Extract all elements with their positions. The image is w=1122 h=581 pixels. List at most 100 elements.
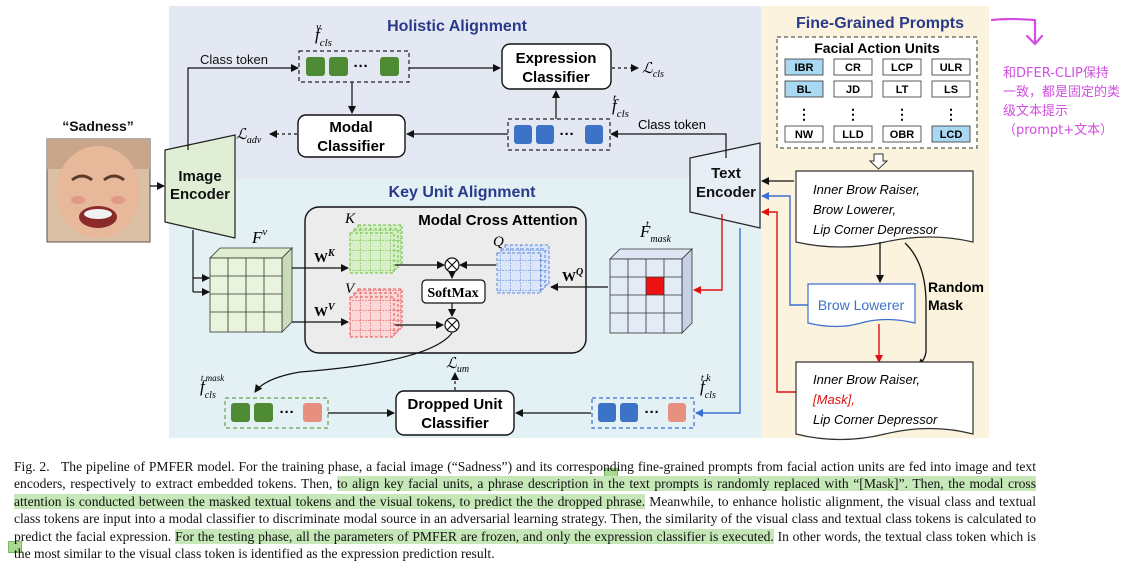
au-code-jd: JD	[846, 84, 860, 96]
masked-text-token-group	[591, 397, 695, 429]
text-token	[620, 403, 638, 422]
au-code-nw: NW	[795, 129, 814, 141]
au-code-bl: BL	[797, 84, 812, 96]
visual-feature-map	[209, 247, 293, 333]
crying-baby-photo	[46, 138, 151, 243]
au-code-ls: LS	[944, 84, 958, 96]
masked-prompt-line: Lip Corner Depressor	[813, 412, 938, 427]
f-hat-label: fclst mask	[200, 373, 225, 401]
dropped-phrase: Brow Lowerer	[818, 297, 905, 313]
ellipsis: ···	[354, 58, 369, 75]
caption-text: The pipeline of PMFER model. For the tra…	[14, 459, 1036, 492]
comment-marker[interactable]	[8, 541, 22, 553]
dropped-phrase-document	[807, 283, 916, 328]
class-token-label-1: Class token	[200, 52, 268, 67]
au-code-ulr: ULR	[940, 62, 963, 74]
handwritten-arrow-annotation	[990, 17, 1044, 46]
text-class-token-group	[507, 118, 611, 151]
l-um-label: ℒum	[446, 356, 469, 375]
prompt-line: Lip Corner Depressor	[813, 222, 938, 237]
au-cell	[931, 58, 971, 76]
masked-token	[668, 403, 686, 422]
caption-text: Meanwhile, to enhance holistic alignment…	[14, 493, 1036, 544]
au-code-ibr: IBR	[795, 62, 814, 74]
handwritten-note: 和DFER-CLIP保持一致，都是固定的类级文本提示（prompt+文本）	[1003, 66, 1121, 138]
au-cell	[931, 80, 971, 98]
au-cell	[882, 125, 922, 143]
Q-label: Q	[493, 234, 504, 250]
caption-highlight: For the testing phase, all the parameter…	[175, 528, 774, 544]
WQ-label: WQ	[562, 267, 583, 285]
value-stack	[349, 288, 403, 338]
dropped-unit-classifier	[395, 390, 515, 436]
masked-prompt-line: Inner Brow Raiser,	[813, 372, 920, 387]
visual-token	[380, 57, 399, 76]
expression-classifier-label-2: Classifier	[522, 69, 590, 86]
full-prompt-document	[795, 170, 974, 248]
visual-token	[231, 403, 250, 422]
hollow-down-arrow	[868, 153, 889, 170]
prompt-line: Brow Lowerer,	[813, 202, 896, 217]
modal-cross-attention-title: Modal Cross Attention	[418, 212, 577, 229]
ellipsis: ···	[560, 126, 575, 143]
au-cell	[882, 58, 922, 76]
ellipsis: ···	[280, 404, 295, 421]
au-code-cr: CR	[845, 62, 861, 74]
F-mask-label: Fmaskt	[639, 219, 672, 245]
query-stack	[496, 244, 550, 294]
masked-text-feature-map	[609, 248, 693, 334]
K-label: K	[344, 211, 356, 227]
masked-token	[303, 403, 322, 422]
text-token	[514, 125, 532, 144]
f-cls-t-label: fclst	[612, 92, 629, 120]
key-stack	[349, 224, 403, 274]
class-token-label-2: Class token	[638, 117, 706, 132]
modal-classifier-label-1: Modal	[329, 119, 372, 136]
WK-label: WK	[314, 248, 336, 266]
au-cell	[833, 80, 873, 98]
visual-class-token-group	[298, 50, 410, 83]
visual-token	[329, 57, 348, 76]
au-code-lld: LLD	[842, 129, 863, 141]
image-encoder	[164, 134, 236, 239]
text-encoder	[689, 142, 761, 229]
f-cls-v-label: fclsv	[315, 21, 332, 49]
ellipsis: ···	[645, 404, 660, 421]
WV-label: WV	[314, 302, 336, 320]
text-encoder-label-2: Encoder	[696, 184, 756, 201]
fine-grained-title: Fine-Grained Prompts	[796, 15, 964, 32]
l-cls-label: ℒcls	[642, 61, 664, 80]
modal-classifier-label-2: Classifier	[317, 138, 385, 155]
modal-classifier	[297, 114, 406, 158]
au-cell	[931, 125, 971, 143]
vertical-ellipsis: ⋮	[846, 106, 860, 122]
image-encoder-label-1: Image	[178, 168, 221, 185]
expression-classifier-label-1: Expression	[516, 50, 597, 67]
dropped-unit-classifier-label-2: Classifier	[421, 415, 489, 432]
au-cell	[833, 125, 873, 143]
au-cell	[833, 58, 873, 76]
text-token	[598, 403, 616, 422]
masked-visual-token-group	[224, 397, 329, 429]
input-label: “Sadness”	[62, 118, 134, 134]
au-code-lcp: LCP	[891, 62, 913, 74]
mask-token-text: [Mask],	[812, 392, 855, 407]
vertical-ellipsis: ⋮	[895, 106, 909, 122]
pmfer-pipeline-diagram: Holistic Alignment Key Unit Alignment Fi…	[46, 6, 1044, 441]
holistic-title: Holistic Alignment	[387, 18, 528, 35]
visual-token	[254, 403, 273, 422]
random-mask-label-1: Random	[928, 279, 984, 295]
au-cell	[882, 80, 922, 98]
dropped-unit-classifier-label-1: Dropped Unit	[408, 396, 503, 413]
figure-caption: Fig. 2. The pipeline of PMFER model. For…	[14, 458, 1036, 562]
visual-token	[306, 57, 325, 76]
facial-action-units-title: Facial Action Units	[814, 40, 940, 56]
masked-cell	[646, 277, 664, 295]
caption-prefix: Fig. 2.	[14, 459, 50, 474]
au-cell	[784, 58, 824, 76]
prompt-line: Inner Brow Raiser,	[813, 182, 920, 197]
vertical-ellipsis: ⋮	[797, 106, 811, 122]
vertical-ellipsis: ⋮	[944, 106, 958, 122]
F-v-label: Fv	[251, 226, 267, 247]
